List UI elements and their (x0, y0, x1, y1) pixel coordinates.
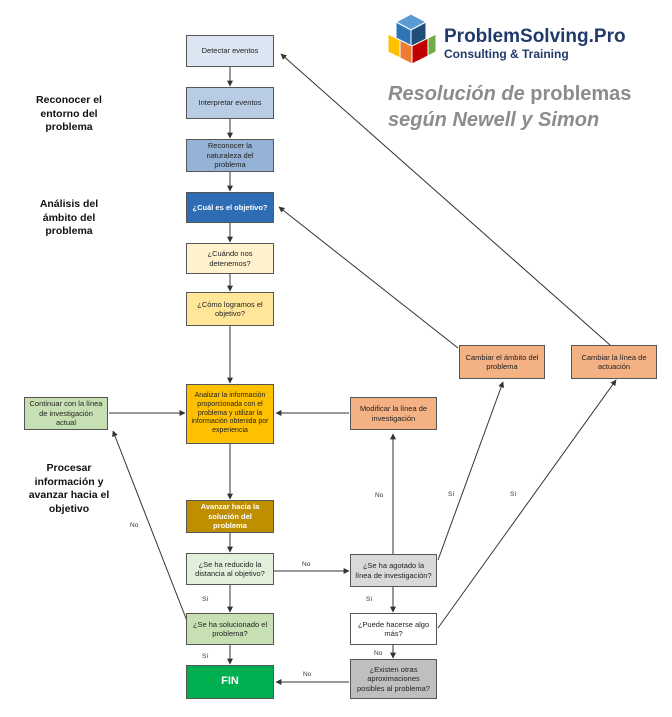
edge-cambiar-linea-detectar (280, 53, 611, 346)
section-label-analisis: Análisis del ámbito del problema (39, 198, 99, 238)
section-label-procesar: Procesar información y avanzar hacia el … (28, 462, 110, 515)
node-se-ha-reducido: ¿Se ha reducido la distancia al objetivo… (186, 553, 274, 585)
node-reconocer-naturaleza: Reconocer la naturaleza del problema (186, 139, 274, 172)
node-se-ha-solucionado: ¿Se ha solucionado el problema? (186, 613, 274, 645)
node-continuar-linea: Continuar con la línea de investigación … (24, 397, 108, 430)
node-como-logramos: ¿Cómo logramos el objetivo? (186, 292, 274, 326)
section-label-reconocer: Reconocer el entorno del problema (36, 94, 102, 134)
edge-label-si-solucionado: Sí (202, 653, 209, 660)
node-puede-hacerse: ¿Puede hacerse algo más? (350, 613, 437, 645)
node-analizar-informacion: Analizar la información proporcionada co… (186, 384, 274, 444)
edge-agotado-cambiar-ambito (437, 381, 504, 561)
node-se-ha-agotado: ¿Se ha agotado la línea de investigación… (350, 554, 437, 587)
node-existen-otras: ¿Existen otras aproximaciones posibles a… (350, 659, 437, 699)
brand-subtitle: Consulting & Training (444, 47, 569, 61)
title-line1-rest: problemas (524, 83, 632, 105)
edge-solucionado-continuar (112, 430, 188, 622)
diagram-title: Resolución de problemas según Newell y S… (388, 81, 631, 133)
edge-label-no-solucionado: No (130, 522, 139, 529)
brand-name: ProblemSolving.Pro (444, 26, 626, 47)
node-avanzar-solucion: Avanzar hacia la solución del problema (186, 500, 274, 533)
title-line2: según Newell y Simon (388, 109, 600, 131)
node-detectar-eventos: Detectar eventos (186, 35, 274, 67)
node-cambiar-linea: Cambiar la línea de actuación (571, 345, 657, 379)
node-interpretar-eventos: Interpretar eventos (186, 87, 274, 119)
edge-label-si-ambito: Sí (448, 491, 455, 498)
edge-label-no-puede: No (374, 650, 383, 657)
node-modificar-linea: Modificar la línea de investigación (350, 397, 437, 430)
edge-label-si-agotado: Sí (366, 596, 373, 603)
node-cual-objetivo: ¿Cuál es el objetivo? (186, 192, 274, 223)
edge-cambiar-ambito-objetivo (278, 206, 459, 349)
title-line1-italic: Resolución de (388, 83, 525, 105)
edge-label-no-agotado: No (375, 492, 384, 499)
edge-label-no-existen: No (303, 671, 312, 678)
edge-label-no-reducido: No (302, 561, 311, 568)
node-cuando-detenemos: ¿Cuándo nos detenemos? (186, 243, 274, 274)
node-cambiar-ambito: Cambiar el ámbito del problema (459, 345, 545, 379)
edge-puede-cambiar-linea (437, 379, 617, 629)
edge-label-si-reducido: Sí (202, 596, 209, 603)
edge-label-si-puede: Sí (510, 491, 517, 498)
problemsolving-logo-icon (387, 13, 437, 65)
node-fin: FIN (186, 665, 274, 699)
